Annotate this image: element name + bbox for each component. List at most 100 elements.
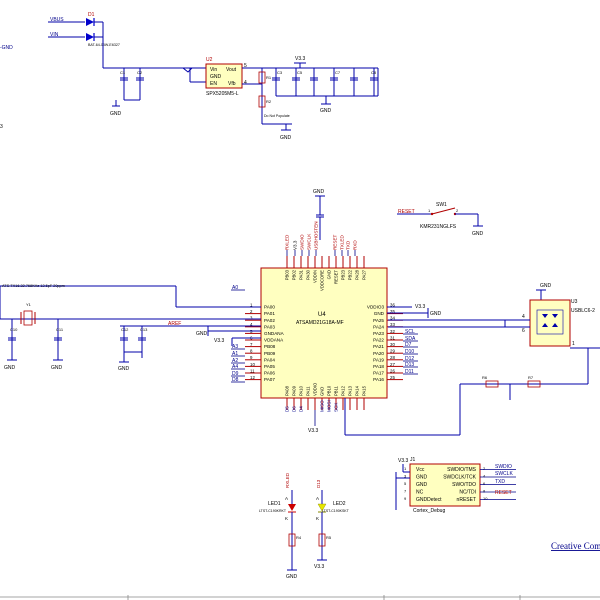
- mcu-pin-label: PA23: [373, 331, 384, 336]
- left-fragment-3: 3: [0, 124, 3, 130]
- mcu-pin-number: 11: [250, 368, 255, 373]
- mcu-left-net: A3: [232, 344, 238, 350]
- mcu-left-net: A0: [232, 285, 238, 291]
- mcu-right-net: D11: [405, 369, 414, 375]
- reset-switch-ref: SW1: [436, 202, 447, 208]
- mcu-pin-label: RESET: [334, 270, 339, 284]
- mcu-top-net: RXD: [353, 240, 358, 250]
- mcu-pin-number: 36: [390, 302, 395, 307]
- mcu-pin-number: 1: [250, 302, 253, 307]
- mcu-pin-number: 12: [250, 375, 255, 380]
- cap-c8-ref: C8: [371, 70, 377, 75]
- debug-right-num: 2: [483, 466, 486, 471]
- mcu-top-net: TXD: [346, 240, 351, 250]
- mcu-pin-number: 33: [390, 322, 395, 327]
- mcu-pin-number: 3: [250, 316, 253, 321]
- cap-c3-ref: C3: [277, 70, 283, 75]
- debug-right-label: SWDCLK/TCK: [443, 475, 476, 481]
- res-r1-ref: R1: [266, 75, 272, 80]
- mcu-pin-label: PA18: [373, 364, 384, 369]
- net-vbus: VBUS: [50, 17, 64, 23]
- res-r5-ref: R5: [326, 535, 332, 540]
- mcu-pin-number: 29: [390, 349, 395, 354]
- cap-c12-ref: C12: [121, 327, 129, 332]
- debug-name: Cortex_Debug: [413, 508, 445, 514]
- mcu-right-net: D13: [405, 362, 414, 368]
- regulator-pin-en: EN: [210, 81, 217, 87]
- debug-left-num: 5: [404, 481, 407, 486]
- mcu-pin-label: PA10: [299, 385, 304, 396]
- debug-right-num: 6: [483, 481, 486, 486]
- gnd-crystal-2: GND: [51, 365, 63, 371]
- resistor-r4: [288, 533, 296, 547]
- led-rail: V3.3: [314, 564, 325, 570]
- debug-connector-j1: [409, 463, 481, 507]
- debug-right-label: SWDIO/TMS: [447, 467, 477, 473]
- gnd-power-3: GND: [320, 108, 332, 114]
- mcu-pin-number: 10: [250, 362, 255, 367]
- mcu-pin-label: GNDANA: [264, 331, 285, 336]
- rail-3v3-top: V3.3: [295, 56, 306, 62]
- cap-c5-ref: C5: [297, 70, 303, 75]
- mcu-right-pins: 36VDDIO335GND34PA2533PA2432PA2331PA2230P…: [367, 302, 418, 382]
- led1-ref: LED1: [268, 501, 281, 507]
- mcu-pin-number: 26: [390, 368, 395, 373]
- regulator-pin-gnd: GND: [210, 74, 222, 80]
- mcu-bottom-net: MOSI: [327, 400, 332, 412]
- debug-left-num: 1: [404, 466, 407, 471]
- mcu-top-net: USBHOSTEN: [314, 221, 319, 250]
- mcu-bottom-net: D5: [285, 406, 290, 412]
- res-r4-ref: R4: [296, 535, 302, 540]
- mcu-pin-label: PB23: [341, 269, 346, 280]
- reset-switch-part: KMR231NGLFS: [420, 224, 457, 230]
- led2-net: D13: [316, 479, 321, 488]
- cap-c1-ref: C1: [120, 70, 126, 75]
- debug-net-label: SWDIO: [495, 464, 512, 470]
- reset-switch: RESET SW1 1 2 GND KMR231NGLFS: [397, 202, 484, 237]
- mcu-pin-label: PA05: [264, 364, 275, 369]
- debug-net-label: SWCLK: [495, 471, 513, 477]
- mcu-pin-number: 28: [390, 355, 395, 360]
- mcu-pin-label: VDDANA: [264, 338, 284, 343]
- debug-right-label: nRESET: [457, 497, 476, 503]
- mcu-bottom-net: MISO: [320, 400, 325, 412]
- power-section: VBUS VIN D1 BAT-64-05W-E6327 C1 C2 GND: [0, 12, 379, 141]
- led1-net: RXLED: [285, 472, 290, 488]
- usb-protection: GND U3 USBLC6-2 4 6 1 R6 R7: [344, 283, 600, 436]
- mcu-pin-label: PA24: [373, 324, 384, 329]
- mcu-pin-label: PB08: [264, 344, 276, 349]
- usb-pin4: 4: [522, 314, 525, 320]
- mcu-pin-number: 7: [250, 342, 253, 347]
- diode-ref: D1: [88, 12, 95, 18]
- mcu-left-net: D9: [232, 371, 239, 377]
- usb-protect-part: USBLC6-2: [571, 308, 595, 314]
- led2-part: LTST-C190KSKT: [322, 509, 350, 513]
- crystal-y1: [23, 310, 33, 326]
- mcu-left-gnd: GND: [196, 331, 208, 337]
- reset-switch-gnd: GND: [472, 231, 484, 237]
- led1-cathode: K: [285, 516, 288, 521]
- crystal-section: Y1 ATS-TX16.32.768KHz 12.5pF 20ppm C10 C…: [0, 284, 261, 372]
- debug-left-num: 7: [404, 489, 407, 494]
- mcu-right-net: SDA: [405, 336, 416, 342]
- mcu-top-net: SWCLK: [307, 233, 312, 250]
- led2-anode: A: [316, 496, 319, 501]
- mcu-right-net: D12: [405, 356, 414, 362]
- led1-anode: A: [285, 496, 288, 501]
- debug-left-label: NC: [416, 490, 424, 496]
- mcu-top-net: RESET: [333, 234, 338, 250]
- mcu-top-net: RXLED: [285, 234, 290, 250]
- mcu-top-net: SWDIO: [300, 234, 305, 250]
- regulator-pin-vfb: Vfb: [228, 81, 236, 87]
- mcu-right-net: D7: [405, 342, 412, 348]
- led2-ref: LED2: [333, 501, 346, 507]
- led-gnd: GND: [286, 574, 298, 580]
- mcu-pin-label: PA08: [285, 385, 290, 396]
- debug-left-label: GND: [416, 482, 428, 488]
- mcu-pin-label: VDDIO3: [367, 305, 385, 310]
- aref-net: AREF: [168, 321, 181, 327]
- usb-protect-u3: [529, 299, 571, 347]
